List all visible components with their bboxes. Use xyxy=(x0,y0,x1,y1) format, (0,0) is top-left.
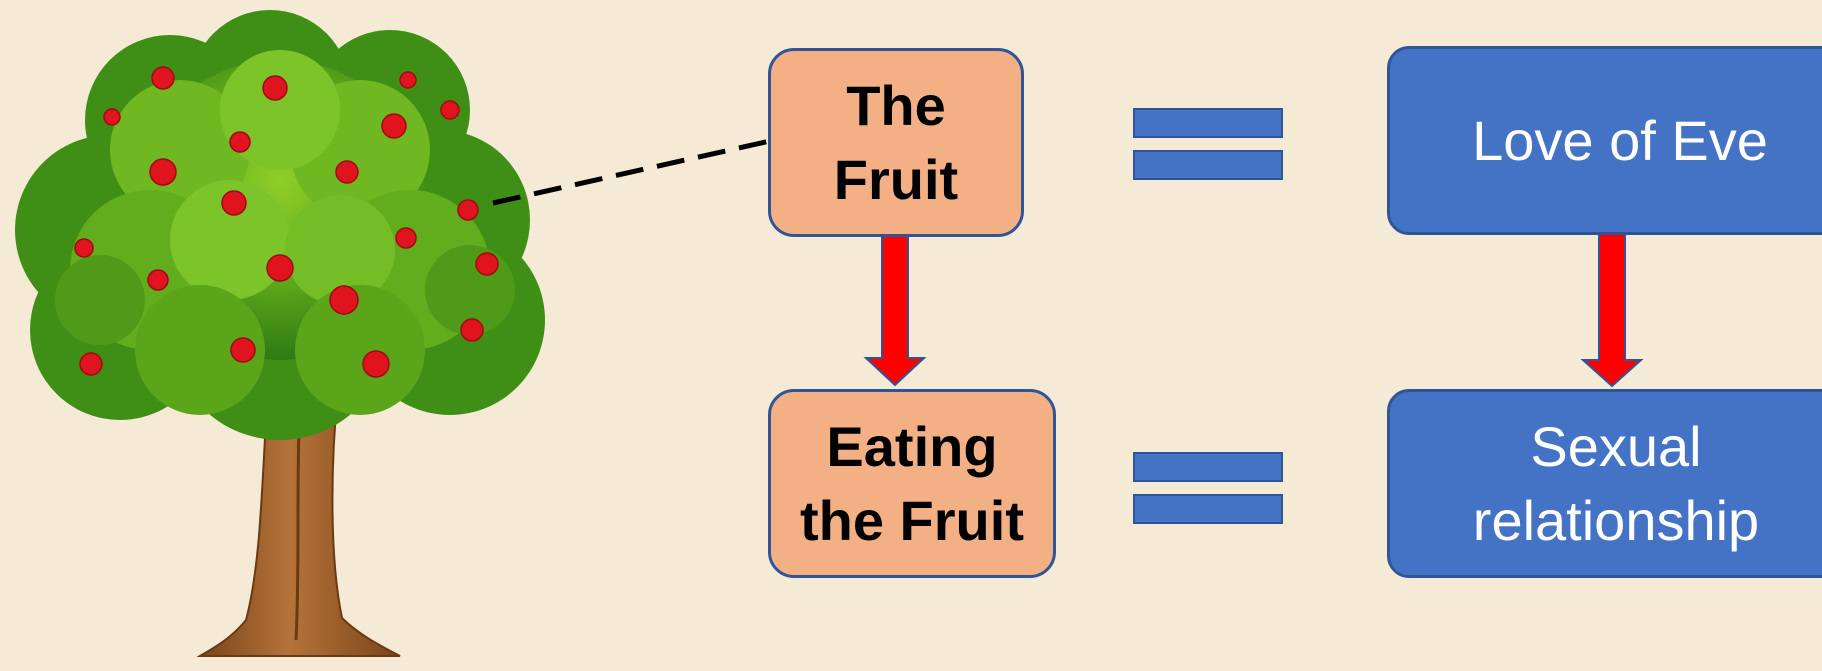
the-fruit-line1: The xyxy=(846,73,946,137)
fruit-to-eating-arrow xyxy=(863,231,927,387)
love-of-eve-box: Love of Eve xyxy=(1387,46,1822,235)
sexual-relationship-box: Sexual relationship xyxy=(1387,389,1822,578)
the-fruit-box: The Fruit xyxy=(768,48,1024,237)
eating-the-fruit-box: Eating the Fruit xyxy=(768,389,1056,578)
tree-foliage xyxy=(15,10,545,440)
sexual-relationship-line2: relationship xyxy=(1472,488,1760,552)
eating-the-fruit-line2: the Fruit xyxy=(800,488,1024,552)
equals-sign-bottom xyxy=(1133,452,1283,524)
eating-the-fruit-line1: Eating xyxy=(826,414,998,478)
love-to-sexual-arrow xyxy=(1580,231,1644,388)
apple-tree-image xyxy=(15,10,545,657)
sexual-relationship-label: Sexual relationship xyxy=(1390,410,1822,558)
sexual-relationship-line1: Sexual xyxy=(1530,414,1702,478)
the-fruit-label: The Fruit xyxy=(834,69,958,217)
the-fruit-line2: Fruit xyxy=(833,147,959,211)
tree-to-fruit-dashed-line xyxy=(492,138,771,206)
tree-apples xyxy=(74,66,499,378)
love-of-eve-label: Love of Eve xyxy=(1472,108,1768,172)
equals-sign-top xyxy=(1133,108,1283,180)
eating-the-fruit-label: Eating the Fruit xyxy=(800,410,1024,558)
